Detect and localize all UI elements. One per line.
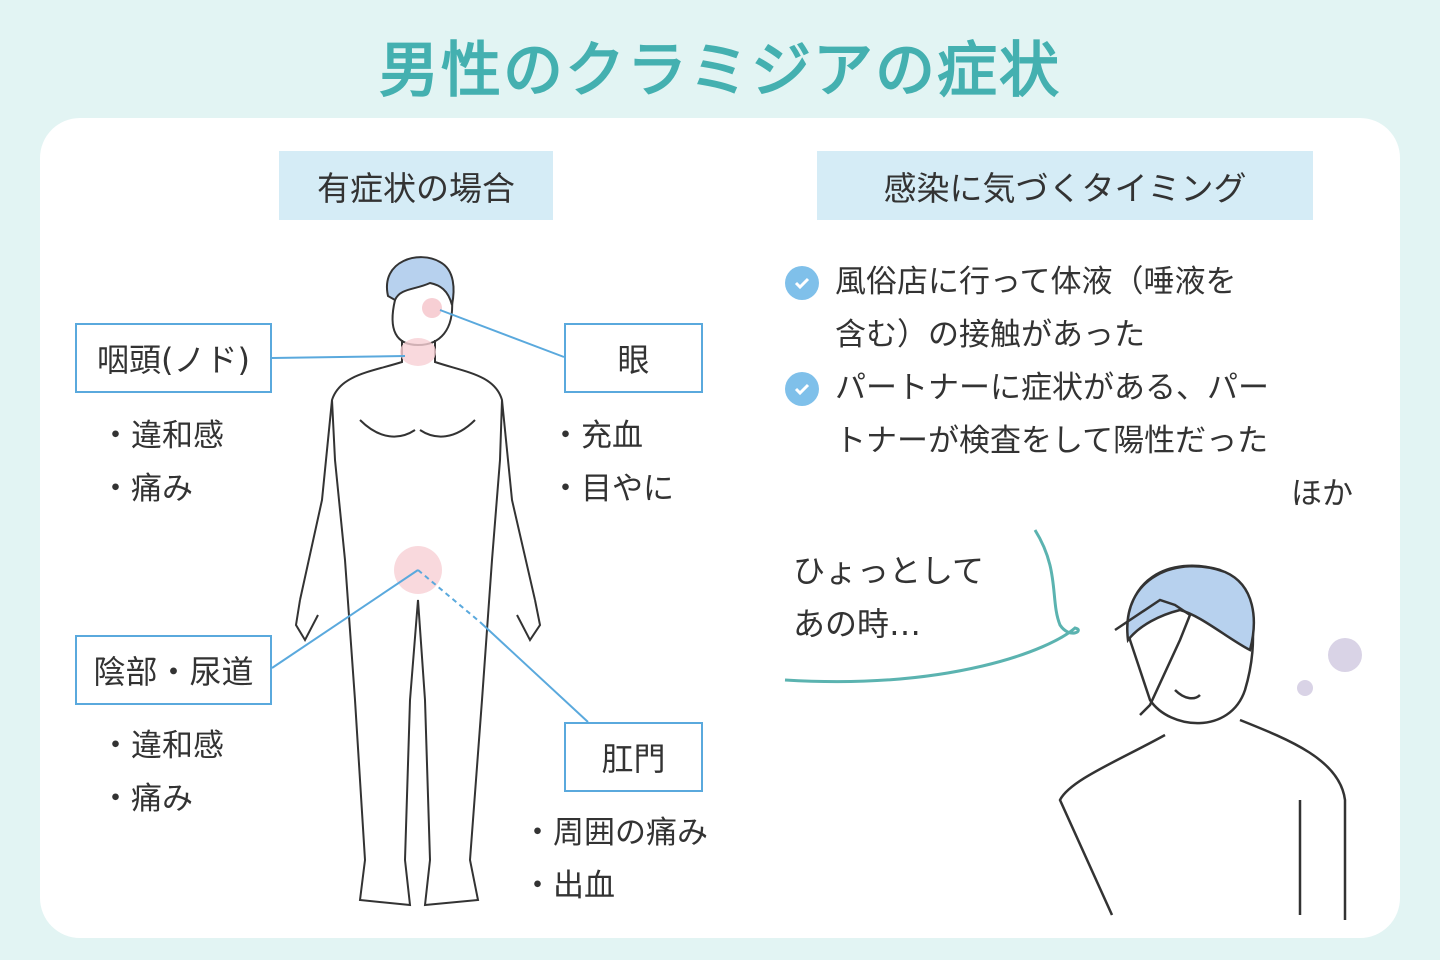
symptom: 周囲の痛み (522, 807, 708, 860)
symptom: 出血 (522, 860, 708, 913)
line: 含む）の接触があった (835, 317, 1145, 353)
symptom: 痛み (100, 773, 224, 826)
line: あの時… (793, 605, 922, 643)
timing-list: 風俗店に行って体液（唾液を 含む）の接触があった パートナーに症状がある、パー … (785, 256, 1365, 521)
symptom: 目やに (550, 463, 674, 516)
symptom: 痛み (100, 463, 224, 516)
line: トナーが検査をして陽性だった (835, 423, 1269, 459)
symptom: 違和感 (100, 410, 224, 463)
worried-man-icon (1058, 564, 1347, 920)
timing-header: 感染に気づくタイミング (817, 151, 1313, 220)
eye-label: 眼 (564, 323, 703, 393)
symptoms-header: 有症状の場合 (279, 151, 553, 220)
eye-symptoms: 充血 目やに (550, 410, 674, 516)
check-icon (785, 266, 819, 300)
line: パートナーに症状がある、パー (835, 370, 1269, 406)
timing-item: パートナーに症状がある、パー トナーが検査をして陽性だった (785, 362, 1365, 468)
symptom: 充血 (550, 410, 674, 463)
line: 風俗店に行って体液（唾液を (835, 264, 1237, 300)
eye-highlight (422, 298, 442, 318)
anus-label: 肛門 (564, 722, 703, 792)
speech-bubble-line (784, 529, 1080, 684)
etc-text: ほか (1291, 476, 1353, 512)
timing-item: 風俗店に行って体液（唾液を 含む）の接触があった (785, 256, 1365, 362)
symptom: 違和感 (100, 720, 224, 773)
throat-highlight (400, 338, 436, 366)
virus-icon (1297, 638, 1362, 696)
pointer-lines (271, 309, 589, 723)
check-icon (785, 372, 819, 406)
anus-symptoms: 周囲の痛み 出血 (522, 807, 708, 913)
throat-label: 咽頭(ノド) (75, 323, 272, 393)
content-card (40, 118, 1400, 938)
throat-symptoms: 違和感 痛み (100, 410, 224, 516)
genital-symptoms: 違和感 痛み (100, 720, 224, 826)
line: ひょっとして (793, 552, 985, 590)
genital-label: 陰部・尿道 (75, 635, 272, 705)
thought-text: ひょっとして あの時… (793, 545, 984, 651)
page-title: 男性のクラミジアの症状 (379, 36, 1061, 106)
